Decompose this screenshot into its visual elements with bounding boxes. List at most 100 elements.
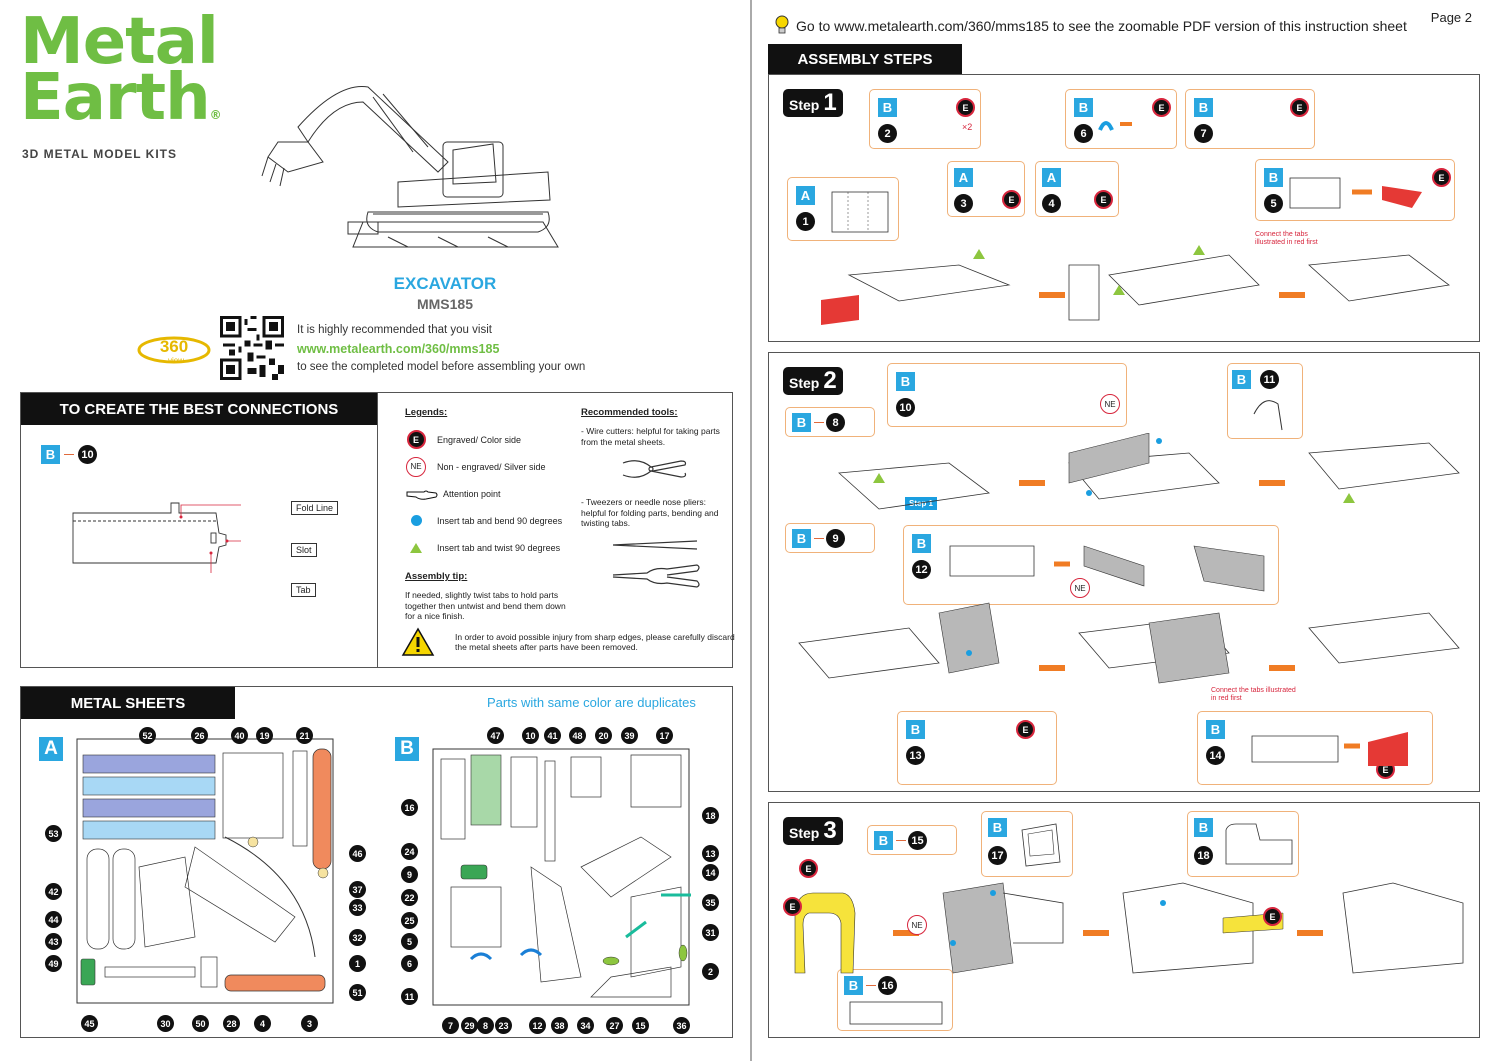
part-panel-14: B 14 E xyxy=(1197,711,1433,785)
part-panel-11: B 11 xyxy=(1227,363,1303,439)
360-view-badge: 360 view xyxy=(137,336,211,365)
tool-tweezers: - Tweezers or needle nose pliers: helpfu… xyxy=(581,497,719,528)
red-tabs-note: Connect the tabs illustrated in red firs… xyxy=(1255,231,1318,246)
step-word: Step xyxy=(789,375,820,391)
zoomable-pdf-note[interactable]: Go to www.metalearth.com/360/mms185 to s… xyxy=(796,18,1407,34)
trademark: ® xyxy=(209,108,222,122)
fold-slot-tab-diagram xyxy=(72,502,241,573)
part-callout: 40 xyxy=(231,727,248,744)
part-panel-5: B 5 E xyxy=(1255,159,1455,221)
step-word: Step xyxy=(789,97,820,113)
sheet-chip: B xyxy=(1264,168,1283,187)
part-callout: 37 xyxy=(349,881,366,898)
part-panel-8: B 8 xyxy=(785,407,875,437)
sheet-chip: B xyxy=(792,529,811,548)
step-number: 2 xyxy=(823,367,837,394)
assembly-steps-title: ASSEMBLY STEPS xyxy=(768,44,962,74)
part-panel-3: A 3 E xyxy=(947,161,1025,217)
part-callout: 50 xyxy=(192,1015,209,1032)
part-callout: 8 xyxy=(477,1017,494,1034)
part-callout: 3 xyxy=(301,1015,318,1032)
part-number: 18 xyxy=(1194,846,1213,865)
part-callout: 33 xyxy=(349,899,366,916)
engraved-side-icon: E xyxy=(783,897,802,916)
non-engraved-side-icon: NE xyxy=(406,456,426,477)
non-engraved-side-icon: NE xyxy=(1070,578,1090,598)
logo-line2: Earth xyxy=(20,61,211,135)
engraved-side-icon: E xyxy=(1263,907,1282,926)
part-number: 8 xyxy=(826,413,845,432)
part-callout: 53 xyxy=(45,825,62,842)
part-callout: 32 xyxy=(349,929,366,946)
visit-url-link[interactable]: www.metalearth.com/360/mms185 xyxy=(297,341,500,356)
part-number: 3 xyxy=(954,194,973,213)
part-callout: 23 xyxy=(495,1017,512,1034)
part-callout: 5 xyxy=(401,933,418,950)
part-callout: 35 xyxy=(702,894,719,911)
part-panel-1: A 1 xyxy=(787,177,899,241)
engraved-side-icon: E xyxy=(1152,98,1171,117)
metal-sheets-title: METAL SHEETS xyxy=(21,687,235,719)
sheet-chip: B xyxy=(874,831,893,850)
part-callout: 48 xyxy=(569,727,586,744)
sheet-chip: B xyxy=(988,818,1007,837)
step-1-reference-tag: Step 1 xyxy=(905,497,938,510)
part-number: 14 xyxy=(1206,746,1225,765)
part-number: 6 xyxy=(1074,124,1093,143)
part-panel-12: B 12 NE xyxy=(903,525,1279,605)
part-number: 12 xyxy=(912,560,931,579)
dash xyxy=(866,985,876,986)
product-code: MMS185 xyxy=(416,296,474,312)
part-callout: 30 xyxy=(157,1015,174,1032)
green-triangle-icon xyxy=(410,542,422,553)
part-callout: 25 xyxy=(401,912,418,929)
part-callout: 10 xyxy=(522,727,539,744)
legends-title: Legends: xyxy=(405,407,448,418)
part-panel-2: B 2 ×2 E xyxy=(869,89,981,149)
product-title: EXCAVATOR xyxy=(393,274,497,293)
sheet-chip: B xyxy=(1206,720,1225,739)
step-2-assembly-diagram xyxy=(798,433,1460,684)
legend-text: Non - engraved/ Silver side xyxy=(437,461,546,472)
sheet-chip: B xyxy=(906,720,925,739)
engraved-side-icon: E xyxy=(406,430,426,449)
sheet-chip: A xyxy=(796,186,815,205)
engraved-side-icon: E xyxy=(1290,98,1309,117)
part-callout: 28 xyxy=(223,1015,240,1032)
sheet-chip: B xyxy=(1074,98,1093,117)
sheet-chip: B xyxy=(878,98,897,117)
non-engraved-side-icon: NE xyxy=(1100,394,1120,414)
part-number: 2 xyxy=(878,124,897,143)
part-number: 5 xyxy=(1264,194,1283,213)
part-callout: 13 xyxy=(702,845,719,862)
sheet-chip: B xyxy=(792,413,811,432)
tools-column: Recommended tools: - Wire cutters: helpf… xyxy=(581,407,726,593)
part-number: 11 xyxy=(1260,370,1279,389)
part-callout: 16 xyxy=(401,799,418,816)
sheet-chip: B xyxy=(41,445,60,464)
legend-text: Insert tab and twist 90 degrees xyxy=(437,542,561,553)
dash xyxy=(64,454,74,455)
duplicates-note: Parts with same color are duplicates xyxy=(487,695,696,710)
part-callout: 22 xyxy=(401,889,418,906)
step-number: 1 xyxy=(823,89,837,116)
part-callout: 47 xyxy=(487,727,504,744)
dash xyxy=(814,422,824,423)
part-callout: 12 xyxy=(529,1017,546,1034)
part-number: 9 xyxy=(826,529,845,548)
part-callout: 14 xyxy=(702,864,719,881)
part-panel-4: A 4 E xyxy=(1035,161,1119,217)
right-page: Go to www.metalearth.com/360/mms185 to s… xyxy=(752,0,1500,1061)
step-3-assembly-diagram xyxy=(794,882,1464,974)
sheet-chip: B xyxy=(1194,818,1213,837)
engraved-side-icon: E xyxy=(1094,190,1113,209)
legend-attention: Attention point xyxy=(405,480,575,507)
qr-code[interactable] xyxy=(220,316,284,380)
sheet-chip: B xyxy=(896,372,915,391)
part-panel-9: B 9 xyxy=(785,523,875,553)
part-callout: 39 xyxy=(621,727,638,744)
